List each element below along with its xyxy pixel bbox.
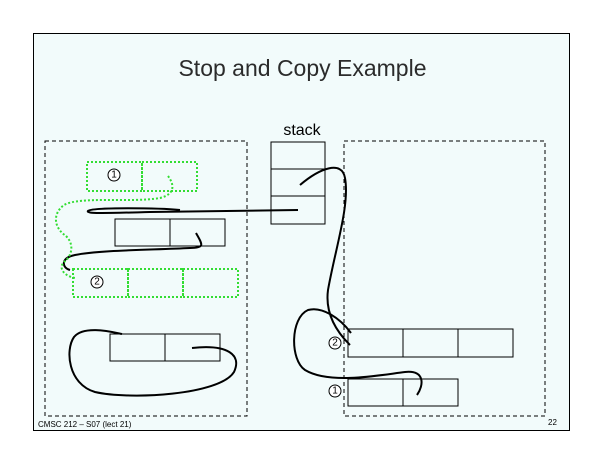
object-cell: [114, 218, 171, 247]
from-space-region: [44, 140, 248, 417]
stack: [270, 141, 326, 225]
forward-pointer-1: [55, 175, 174, 237]
stack-label: stack: [283, 122, 321, 139]
stack-cell: [270, 141, 326, 170]
object-cell: [402, 328, 459, 358]
svg-text:1: 1: [111, 170, 117, 181]
svg-text:2: 2: [332, 338, 338, 349]
badge-from-2: 2: [90, 275, 104, 289]
object-cell: [347, 328, 404, 358]
forwarded-object-2: [72, 268, 239, 298]
svg-text:2: 2: [94, 277, 100, 288]
object-cell: [347, 378, 404, 407]
svg-text:1: 1: [332, 386, 338, 397]
to-object-1: [347, 378, 459, 407]
pointer-stack-to-to: [299, 166, 351, 346]
pointer-garbage-self: [68, 329, 238, 397]
page-number: 22: [548, 418, 557, 427]
object-cell: [127, 268, 184, 298]
pointer-to-object-2: [293, 308, 423, 396]
to-object-2: [347, 328, 514, 358]
forward-pointer-2: [60, 235, 76, 279]
badge-to-2: 2: [328, 336, 342, 350]
from-object-a: [114, 218, 226, 247]
pointer-stack-to-from: [86, 207, 299, 214]
footer-course: CMSC 212 – S07 (lect 21): [38, 420, 132, 429]
slide-frame: [33, 33, 570, 431]
to-space-region: [343, 140, 546, 417]
forwarded-object-1: [86, 161, 198, 192]
slide-title: Stop and Copy Example: [178, 55, 427, 81]
object-cell: [182, 268, 239, 298]
badge-to-1: 1: [328, 384, 342, 398]
pointer-from-object-a: [62, 232, 203, 271]
object-cell: [109, 333, 166, 362]
badge-from-1: 1: [107, 168, 121, 182]
object-cell: [141, 161, 198, 192]
object-cell: [402, 378, 459, 407]
object-cell: [169, 218, 226, 247]
object-cell: [457, 328, 514, 358]
